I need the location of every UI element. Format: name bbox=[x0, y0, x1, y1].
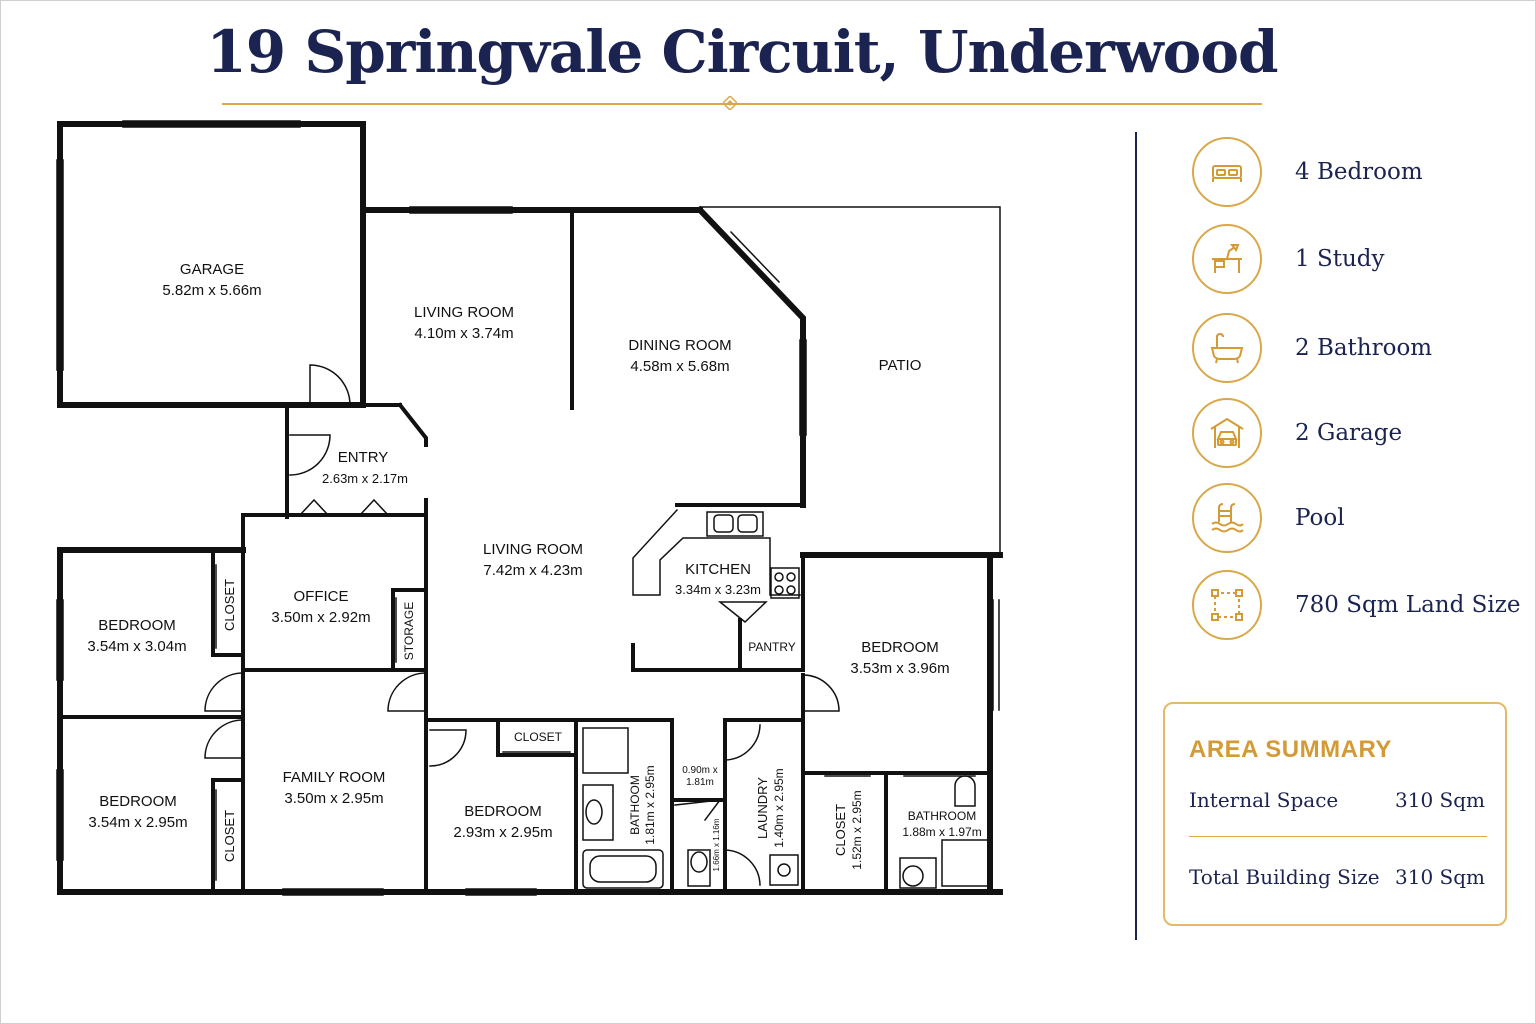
room-dining-size: 4.58m x 5.68m bbox=[630, 358, 729, 375]
feature-bedrooms-label: 4 Bedroom bbox=[1295, 159, 1423, 185]
room-laundry-name: LAUNDRY bbox=[755, 777, 770, 839]
windows bbox=[56, 120, 1000, 896]
bathtub-icon bbox=[1210, 332, 1244, 364]
bathroom-fixtures bbox=[582, 727, 989, 889]
total-building-value: 310 Sqm bbox=[1395, 865, 1485, 889]
room-living-main-size: 7.42m x 4.23m bbox=[483, 562, 582, 579]
room-closet-4-name: CLOSET bbox=[833, 804, 848, 856]
room-entry-size: 2.63m x 2.17m bbox=[322, 471, 408, 486]
room-patio-name: PATIO bbox=[879, 357, 922, 374]
room-garage-size: 5.82m x 5.66m bbox=[162, 282, 261, 299]
area-summary-heading: AREA SUMMARY bbox=[1189, 736, 1392, 763]
room-office-size: 3.50m x 2.92m bbox=[271, 609, 370, 626]
room-closet-2-name: CLOSET bbox=[222, 810, 237, 862]
feature-land-size: 780 Sqm Land Size bbox=[1192, 570, 1522, 646]
feature-land-size-label: 780 Sqm Land Size bbox=[1295, 592, 1521, 618]
title-underline bbox=[222, 103, 1262, 105]
room-living-top-size: 4.10m x 3.74m bbox=[414, 325, 513, 342]
bed-icon bbox=[1212, 165, 1242, 182]
pool-icon bbox=[1211, 503, 1244, 533]
room-kitchen-size: 3.34m x 3.23m bbox=[675, 582, 761, 597]
room-family-name: FAMILY ROOM bbox=[283, 769, 386, 786]
land-size-icon bbox=[1211, 589, 1243, 621]
feature-study: 1 Study bbox=[1192, 224, 1522, 300]
total-building-label: Total Building Size bbox=[1189, 865, 1380, 889]
internal-space-label: Internal Space bbox=[1189, 788, 1339, 812]
room-bedroom-4-name: BEDROOM bbox=[861, 639, 939, 656]
patio-outline bbox=[699, 206, 1001, 556]
room-wc-bottom-size: 1.66m x 1.16m bbox=[712, 818, 721, 871]
feature-garage: 2 Garage bbox=[1192, 398, 1522, 474]
room-kitchen-name: KITCHEN bbox=[685, 561, 751, 578]
room-bedroom-1-size: 3.54m x 3.04m bbox=[87, 638, 186, 655]
room-bathroom-1-size: 1.81m x 2.95m bbox=[643, 765, 657, 844]
door-swings bbox=[204, 364, 840, 886]
room-bathroom-2-size: 1.88m x 1.97m bbox=[902, 825, 981, 839]
room-closet-4-size: 1.52m x 2.95m bbox=[850, 790, 864, 869]
room-living-main-name: LIVING ROOM bbox=[483, 541, 583, 558]
room-bedroom-3-name: BEDROOM bbox=[464, 803, 542, 820]
room-bathroom-2-name: BATHROOM bbox=[908, 809, 976, 823]
feature-garage-label: 2 Garage bbox=[1295, 420, 1403, 446]
room-closet-3-name: CLOSET bbox=[514, 730, 563, 744]
closet-rails bbox=[215, 564, 976, 881]
room-office-name: OFFICE bbox=[294, 588, 349, 605]
internal-space-value: 310 Sqm bbox=[1395, 788, 1485, 812]
room-storage-name: STORAGE bbox=[402, 602, 416, 660]
room-wc-top-size-a: 0.90m x bbox=[682, 765, 718, 776]
page-title: 19 Springvale Circuit, Underwood bbox=[206, 18, 1278, 86]
room-bedroom-2-size: 3.54m x 2.95m bbox=[88, 814, 187, 831]
room-closet-1-name: CLOSET bbox=[222, 579, 237, 631]
room-pantry-name: PANTRY bbox=[748, 640, 796, 654]
vertical-divider bbox=[1135, 132, 1137, 940]
study-desk-icon bbox=[1212, 244, 1242, 273]
feature-bathrooms: 2 Bathroom bbox=[1192, 313, 1522, 389]
room-family-size: 3.50m x 2.95m bbox=[284, 790, 383, 807]
internal-space-row: Internal Space 310 Sqm bbox=[1189, 788, 1485, 812]
feature-bathrooms-label: 2 Bathroom bbox=[1295, 335, 1433, 361]
room-laundry-size: 1.40m x 2.95m bbox=[772, 768, 786, 847]
room-entry-name: ENTRY bbox=[338, 449, 389, 466]
room-wc-top-size-b: 1.81m bbox=[686, 777, 714, 788]
total-building-row: Total Building Size 310 Sqm bbox=[1189, 865, 1485, 889]
room-garage-name: GARAGE bbox=[180, 261, 244, 278]
room-bedroom-1-name: BEDROOM bbox=[98, 617, 176, 634]
room-bathroom-1-name: BATHOOM bbox=[628, 775, 642, 835]
feature-study-label: 1 Study bbox=[1295, 246, 1385, 272]
feature-pool-label: Pool bbox=[1295, 505, 1345, 531]
room-bedroom-3-size: 2.93m x 2.95m bbox=[453, 824, 552, 841]
room-bedroom-2-name: BEDROOM bbox=[99, 793, 177, 810]
room-living-top-name: LIVING ROOM bbox=[414, 304, 514, 321]
kitchen-counter bbox=[632, 508, 801, 599]
room-bedroom-4-size: 3.53m x 3.96m bbox=[850, 660, 949, 677]
feature-pool: Pool bbox=[1192, 483, 1522, 559]
diamond-ornament-icon bbox=[723, 96, 737, 110]
summary-separator bbox=[1189, 836, 1487, 837]
garage-car-icon bbox=[1210, 417, 1244, 448]
outer-walls bbox=[57, 121, 1003, 895]
feature-bedrooms: 4 Bedroom bbox=[1192, 137, 1522, 213]
room-dining-name: DINING ROOM bbox=[628, 337, 731, 354]
area-summary-card: AREA SUMMARY Internal Space 310 Sqm Tota… bbox=[1163, 702, 1507, 926]
